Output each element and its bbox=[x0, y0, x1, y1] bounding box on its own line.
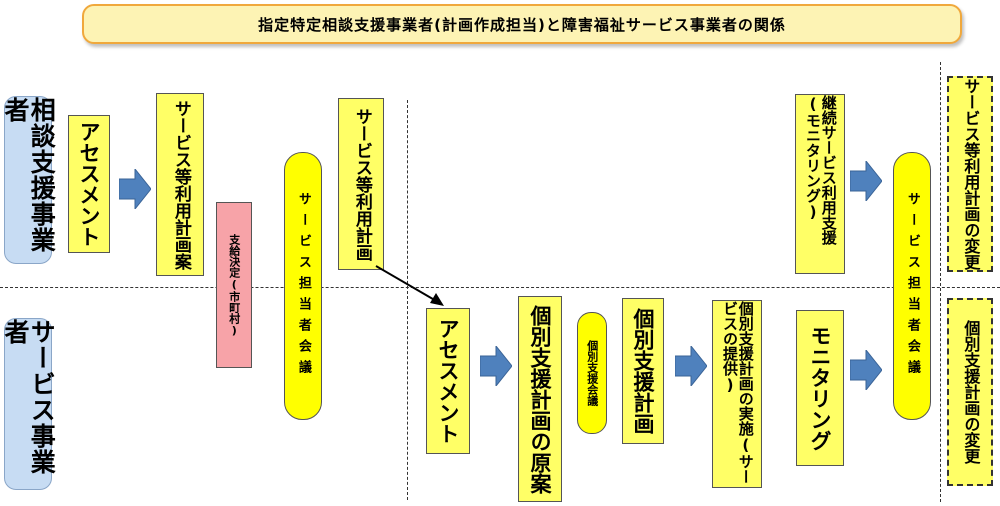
service-plan-draft-box: サービス等利用計画案 bbox=[156, 93, 204, 276]
assessment-top-box: アセスメント bbox=[68, 115, 110, 253]
arrow-right-icon bbox=[480, 346, 512, 386]
payment-decision-box: 支給決定(市町村) bbox=[216, 202, 252, 368]
role-consultation-provider: 相談支援事業者 bbox=[1, 96, 56, 264]
diagram-title: 指定特定相談支援事業者(計画作成担当)と障害福祉サービス事業者の関係 bbox=[82, 4, 962, 44]
assessment-bottom-box: アセスメント bbox=[426, 308, 470, 454]
role-service-provider: サービス事業者 bbox=[1, 318, 56, 490]
horizontal-divider bbox=[0, 287, 1000, 288]
monitoring-box: モニタリング bbox=[796, 310, 844, 466]
diagonal-arrow-icon bbox=[375, 265, 444, 306]
service-plan-change-box: サービス等利用計画の変更 bbox=[947, 76, 993, 272]
arrow-right-icon bbox=[119, 169, 151, 209]
service-staff-meeting-1-pill: サービス担当者会議 bbox=[284, 152, 322, 420]
individual-plan-draft-box: 個別支援計画の原案 bbox=[518, 296, 562, 502]
individual-plan-change-box: 個別支援計画の変更 bbox=[947, 298, 993, 486]
arrow-right-icon bbox=[850, 350, 882, 390]
vertical-divider-center bbox=[407, 100, 408, 500]
continued-support-box: 継続サービス利用支援(モニタリング) bbox=[795, 94, 845, 274]
vertical-divider-right bbox=[940, 62, 941, 502]
service-plan-box: サービス等利用計画 bbox=[338, 98, 384, 270]
service-staff-meeting-2-pill: サービス担当者会議 bbox=[893, 152, 931, 420]
individual-plan-box: 個別支援計画 bbox=[622, 298, 664, 444]
arrow-right-icon bbox=[675, 346, 707, 386]
arrow-right-icon bbox=[850, 161, 882, 201]
individual-support-meeting-pill: 個別支援会議 bbox=[577, 312, 607, 434]
individual-plan-implementation-box: 個別支援計画の実施(サービスの提供) bbox=[712, 300, 762, 488]
